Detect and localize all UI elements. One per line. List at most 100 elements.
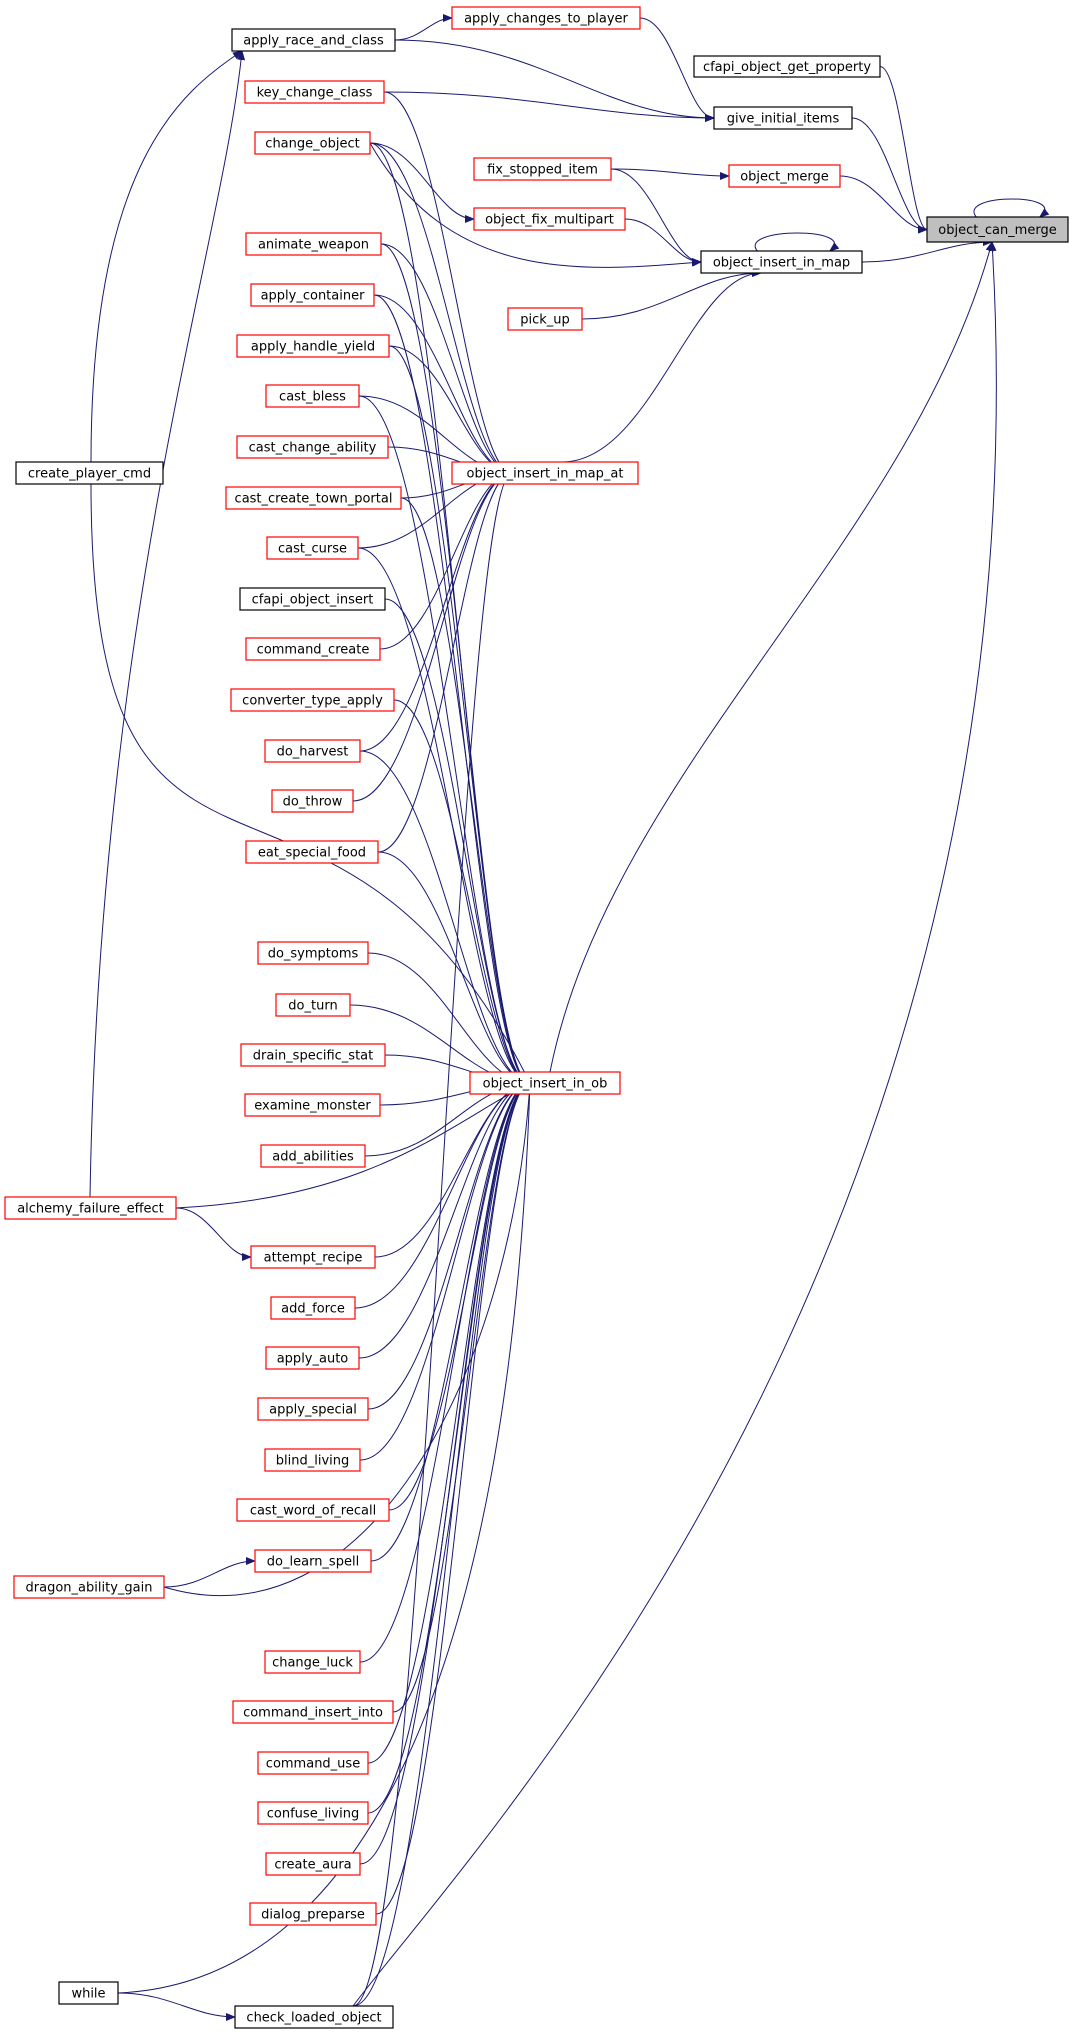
node-box-do_harvest[interactable] <box>264 739 361 763</box>
node-apply_container[interactable]: apply_container <box>250 283 375 307</box>
node-create_player[interactable]: create_player_cmd <box>15 461 164 485</box>
node-box-confuse_living[interactable] <box>257 1801 369 1825</box>
node-box-root[interactable] <box>926 216 1069 243</box>
node-box-give_items[interactable] <box>713 106 853 130</box>
node-box-add_force[interactable] <box>270 1296 356 1320</box>
node-box-ins_ob[interactable] <box>469 1071 621 1095</box>
node-pick_up[interactable]: pick_up <box>507 307 583 331</box>
node-apply_special[interactable]: apply_special <box>257 1397 369 1421</box>
node-box-apply_auto[interactable] <box>265 1346 360 1370</box>
node-box-cfapi_insert[interactable] <box>239 587 386 611</box>
node-box-key_change[interactable] <box>244 80 385 104</box>
node-cfapi_insert[interactable]: cfapi_object_insert <box>239 587 386 611</box>
node-cast_change_ability[interactable]: cast_change_ability <box>236 435 389 459</box>
node-change_luck[interactable]: change_luck <box>264 1650 361 1674</box>
node-do_throw[interactable]: do_throw <box>271 789 354 813</box>
node-box-pick_up[interactable] <box>507 307 583 331</box>
node-box-cast_bless[interactable] <box>265 384 360 408</box>
node-cast_curse[interactable]: cast_curse <box>266 536 359 560</box>
node-box-change_luck[interactable] <box>264 1650 361 1674</box>
node-do_symptoms[interactable]: do_symptoms <box>257 941 369 965</box>
node-add_abilities[interactable]: add_abilities <box>260 1144 366 1168</box>
node-dialog_preparse[interactable]: dialog_preparse <box>249 1902 377 1926</box>
node-converter_apply[interactable]: converter_type_apply <box>230 688 395 712</box>
node-box-cast_recall[interactable] <box>236 1498 390 1522</box>
node-box-alchemy[interactable] <box>4 1196 177 1220</box>
node-fix_stopped[interactable]: fix_stopped_item <box>473 157 612 181</box>
node-create_aura[interactable]: create_aura <box>265 1852 361 1876</box>
node-box-apply_changes[interactable] <box>451 6 641 30</box>
node-box-do_turn[interactable] <box>275 993 351 1017</box>
node-blind_living[interactable]: blind_living <box>264 1448 361 1472</box>
node-box-do_learn_spell[interactable] <box>254 1549 372 1573</box>
node-change_object[interactable]: change_object <box>254 131 371 155</box>
node-cast_bless[interactable]: cast_bless <box>265 384 360 408</box>
node-box-ins_map_at[interactable] <box>451 461 639 485</box>
node-apply_auto[interactable]: apply_auto <box>265 1346 360 1370</box>
node-apply_handle_yield[interactable]: apply_handle_yield <box>236 334 390 358</box>
node-ins_ob[interactable]: object_insert_in_ob <box>469 1071 621 1095</box>
node-do_harvest[interactable]: do_harvest <box>264 739 361 763</box>
node-box-ins_map[interactable] <box>700 250 863 274</box>
node-fix_multi[interactable]: object_fix_multipart <box>473 207 626 231</box>
node-check_loaded[interactable]: check_loaded_object <box>234 2005 394 2029</box>
node-obj_merge[interactable]: object_merge <box>728 164 841 188</box>
node-box-drain_stat[interactable] <box>240 1043 386 1067</box>
node-box-fix_stopped[interactable] <box>473 157 612 181</box>
node-confuse_living[interactable]: confuse_living <box>257 1801 369 1825</box>
node-command_use[interactable]: command_use <box>257 1751 369 1775</box>
node-box-apply_special[interactable] <box>257 1397 369 1421</box>
node-cfapi_get[interactable]: cfapi_object_get_property <box>693 55 881 78</box>
node-command_insert[interactable]: command_insert_into <box>232 1700 394 1724</box>
node-box-cast_town_portal[interactable] <box>225 486 402 510</box>
node-box-blind_living[interactable] <box>264 1448 361 1472</box>
node-box-command_create[interactable] <box>245 637 381 661</box>
node-command_create[interactable]: command_create <box>245 637 381 661</box>
node-box-add_abilities[interactable] <box>260 1144 366 1168</box>
node-box-create_aura[interactable] <box>265 1852 361 1876</box>
node-box-fix_multi[interactable] <box>473 207 626 231</box>
node-box-attempt_recipe[interactable] <box>250 1245 376 1269</box>
node-cast_town_portal[interactable]: cast_create_town_portal <box>225 486 402 510</box>
node-box-eat_special[interactable] <box>245 840 379 864</box>
node-ins_map_at[interactable]: object_insert_in_map_at <box>451 461 639 485</box>
node-box-apply_handle_yield[interactable] <box>236 334 390 358</box>
node-dragon_gain[interactable]: dragon_ability_gain <box>13 1575 165 1599</box>
node-box-animate_weapon[interactable] <box>245 232 382 256</box>
node-key_change[interactable]: key_change_class <box>244 80 385 104</box>
node-ins_map[interactable]: object_insert_in_map <box>700 250 863 274</box>
node-do_turn[interactable]: do_turn <box>275 993 351 1017</box>
node-attempt_recipe[interactable]: attempt_recipe <box>250 1245 376 1269</box>
node-box-examine_monster[interactable] <box>244 1093 381 1117</box>
node-while[interactable]: while <box>58 1981 119 2005</box>
node-drain_stat[interactable]: drain_specific_stat <box>240 1043 386 1067</box>
node-alchemy[interactable]: alchemy_failure_effect <box>4 1196 177 1220</box>
node-box-cast_change_ability[interactable] <box>236 435 389 459</box>
node-eat_special[interactable]: eat_special_food <box>245 840 379 864</box>
node-box-do_symptoms[interactable] <box>257 941 369 965</box>
node-apply_race[interactable]: apply_race_and_class <box>231 28 396 52</box>
node-box-cast_curse[interactable] <box>266 536 359 560</box>
node-box-command_insert[interactable] <box>232 1700 394 1724</box>
node-do_learn_spell[interactable]: do_learn_spell <box>254 1549 372 1573</box>
node-box-obj_merge[interactable] <box>728 164 841 188</box>
node-box-command_use[interactable] <box>257 1751 369 1775</box>
node-box-change_object[interactable] <box>254 131 371 155</box>
node-box-dragon_gain[interactable] <box>13 1575 165 1599</box>
node-box-cfapi_get[interactable] <box>693 55 881 78</box>
node-box-while[interactable] <box>58 1981 119 2005</box>
node-box-apply_race[interactable] <box>231 28 396 52</box>
node-animate_weapon[interactable]: animate_weapon <box>245 232 382 256</box>
node-box-apply_container[interactable] <box>250 283 375 307</box>
node-box-check_loaded[interactable] <box>234 2005 394 2029</box>
node-box-dialog_preparse[interactable] <box>249 1902 377 1926</box>
node-give_items[interactable]: give_initial_items <box>713 106 853 130</box>
node-box-do_throw[interactable] <box>271 789 354 813</box>
node-apply_changes[interactable]: apply_changes_to_player <box>451 6 641 30</box>
node-add_force[interactable]: add_force <box>270 1296 356 1320</box>
node-box-converter_apply[interactable] <box>230 688 395 712</box>
node-examine_monster[interactable]: examine_monster <box>244 1093 381 1117</box>
node-box-create_player[interactable] <box>15 461 164 485</box>
node-cast_recall[interactable]: cast_word_of_recall <box>236 1498 390 1522</box>
node-root[interactable]: object_can_merge <box>926 216 1069 243</box>
